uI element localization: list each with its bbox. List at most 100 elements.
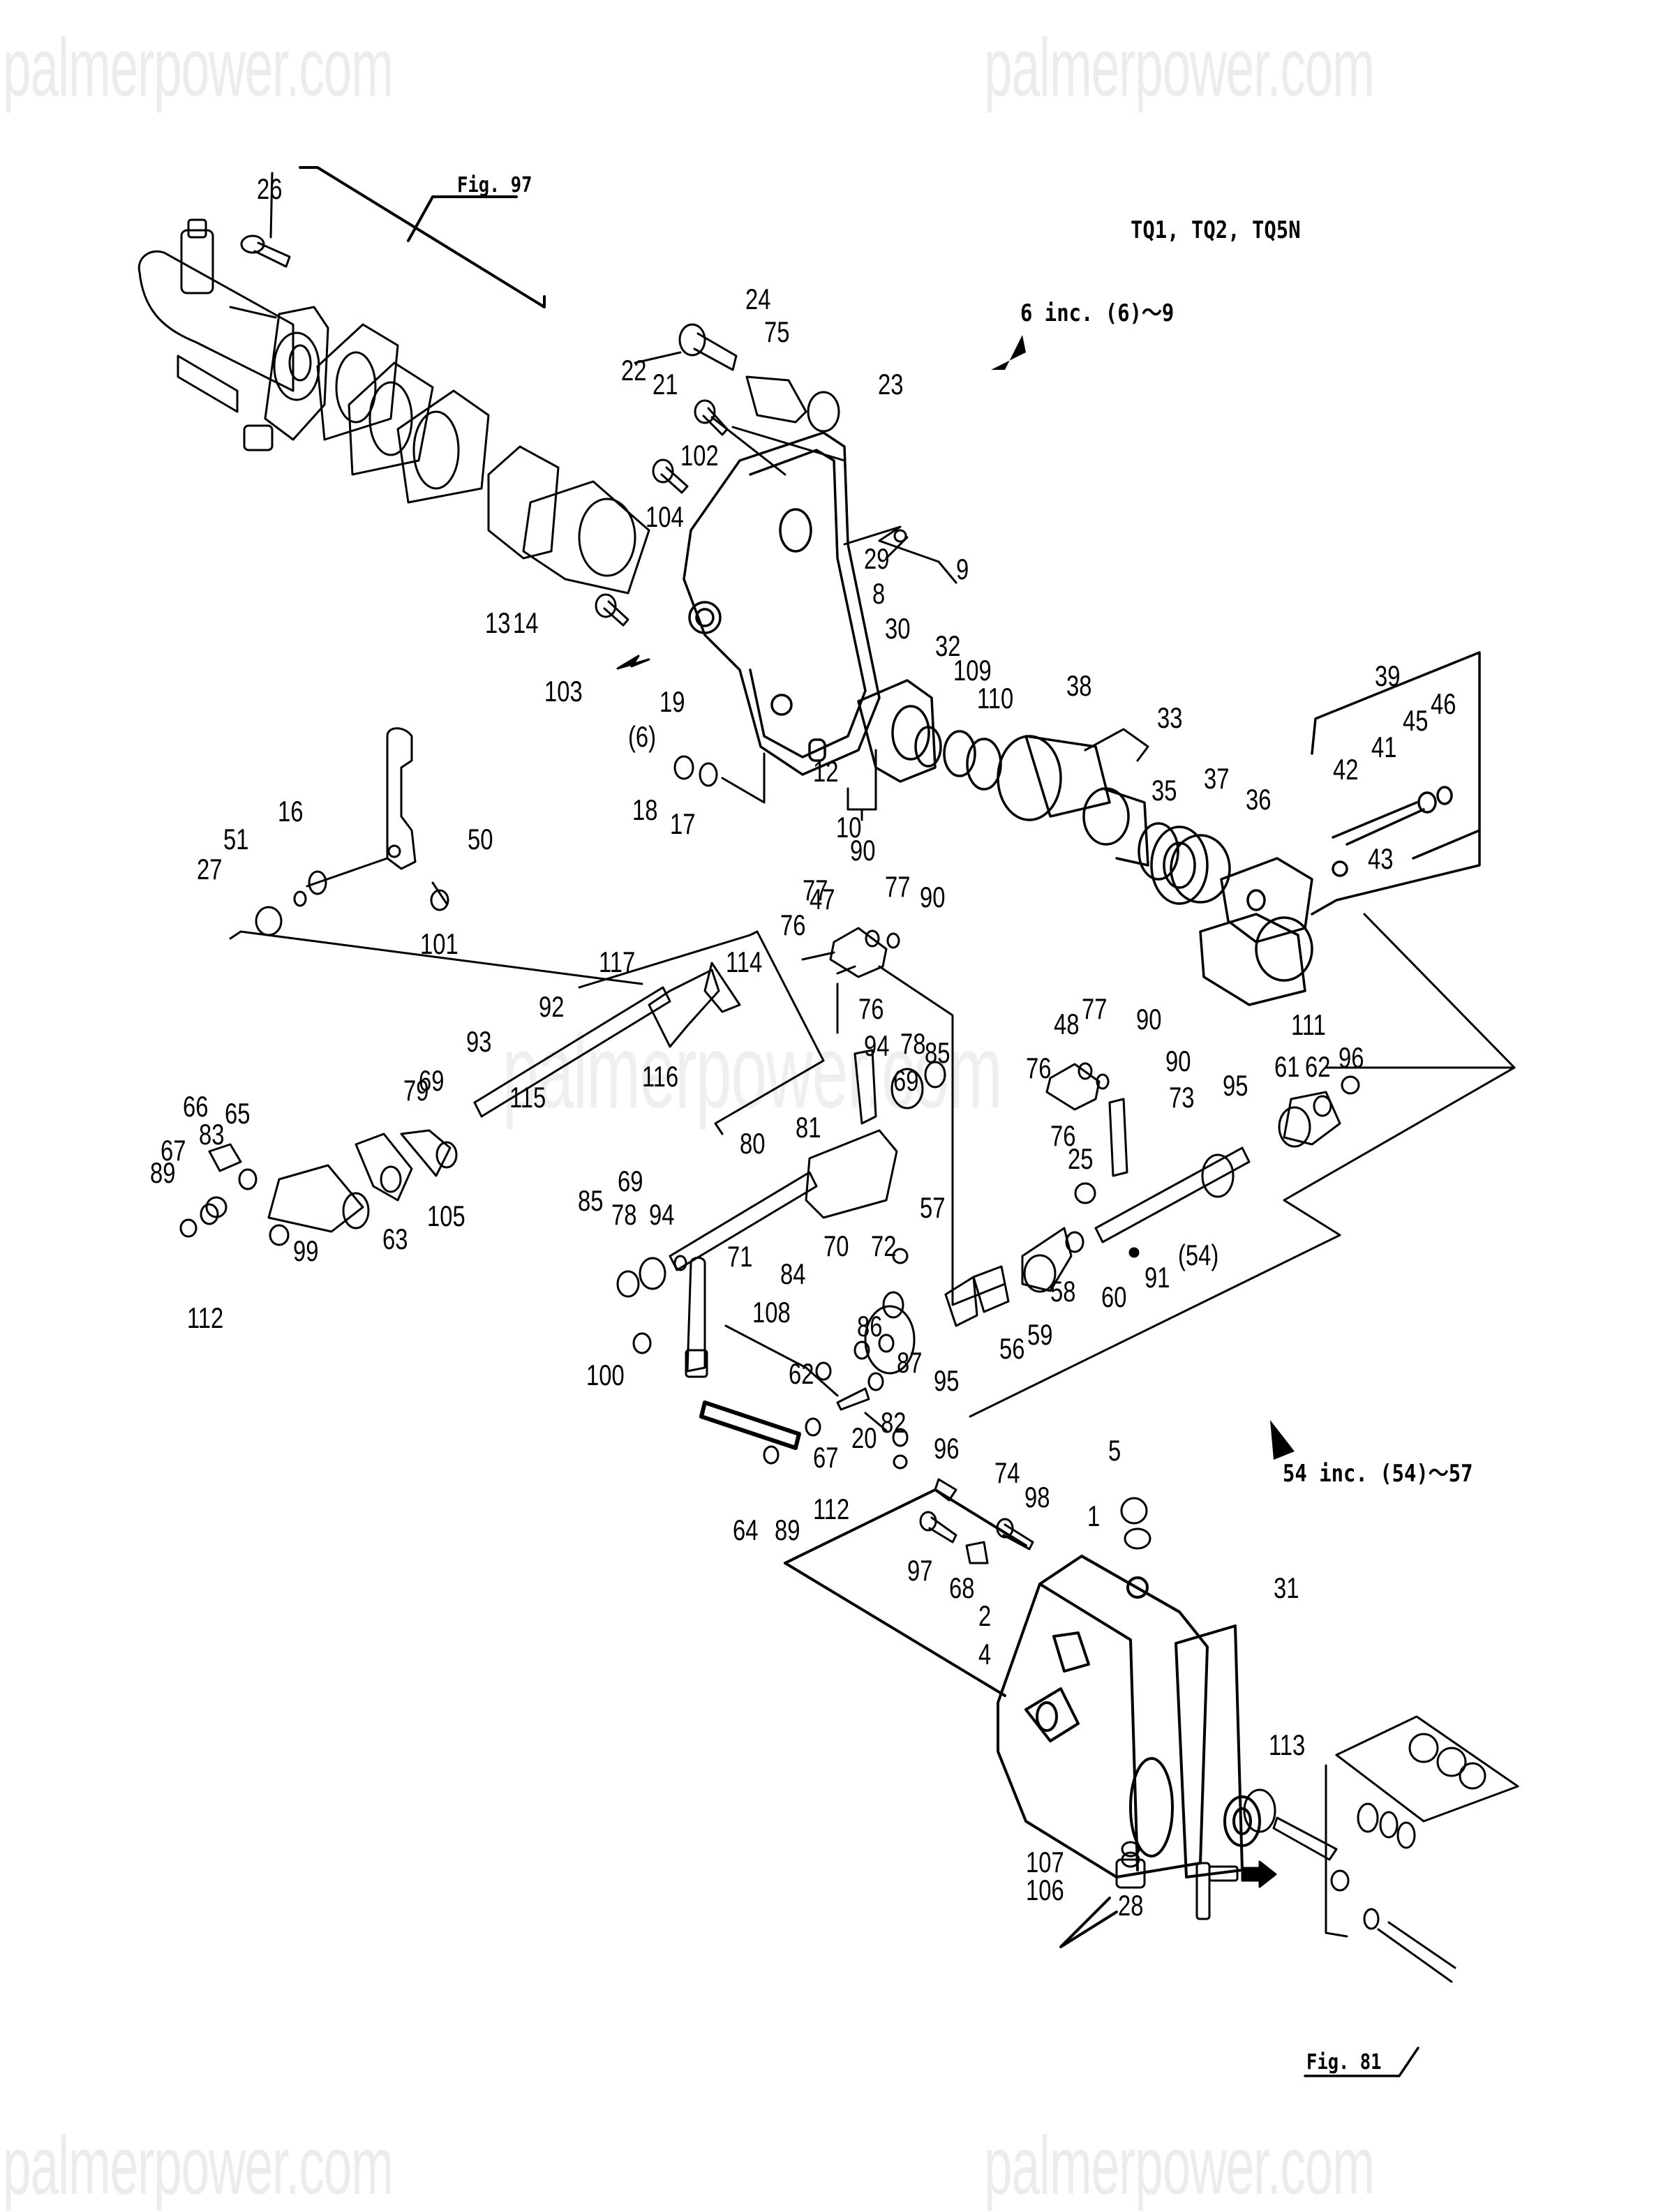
part-callout: 62	[789, 1357, 814, 1390]
part-callout: 107	[1026, 1846, 1064, 1878]
part-callout: 57	[920, 1191, 946, 1224]
fig97-leader	[299, 166, 546, 308]
part-callout: 87	[897, 1346, 923, 1379]
part-callout: 85	[578, 1184, 604, 1217]
part-callout: 27	[197, 853, 223, 885]
part-callout: 71	[727, 1240, 753, 1273]
part-callout: 69	[618, 1165, 643, 1197]
part-callout: (54)	[1178, 1239, 1219, 1271]
part-callout: 113	[1269, 1728, 1306, 1761]
part-callout: 17	[670, 807, 696, 840]
part-callout: 32	[935, 629, 961, 662]
part-callout: 109	[953, 654, 992, 687]
part-callout: 77	[885, 870, 911, 903]
part-callout: 26	[257, 172, 283, 205]
part-callout: 28	[1118, 1889, 1144, 1922]
part-callout: 90	[920, 881, 946, 913]
part-callout: 111	[1291, 1008, 1326, 1041]
adapter-flange	[229, 306, 650, 595]
bracket-63-65	[179, 1129, 458, 1246]
part-callout: 25	[1068, 1142, 1094, 1175]
group-6-note: 6 inc. (6)～9	[1020, 299, 1175, 327]
part-callout: 19	[659, 685, 685, 718]
part-callout: 35	[1151, 774, 1177, 807]
figure-ref-97[interactable]: Fig. 97	[457, 173, 532, 197]
part-callout: 31	[1274, 1571, 1299, 1604]
part-callout: 42	[1333, 753, 1359, 786]
lower-bolts	[893, 1454, 1151, 1564]
part-callout: 47	[810, 883, 835, 916]
part-callout: 80	[740, 1127, 766, 1160]
part-callout: 85	[925, 1036, 950, 1069]
part-callout: 36	[1246, 783, 1272, 816]
part-callout: 75	[764, 315, 790, 348]
part-callout: 78	[900, 1027, 926, 1060]
part-callout: 90	[1165, 1045, 1191, 1077]
part-callout: 2	[978, 1599, 992, 1632]
part-callout: 65	[225, 1097, 251, 1130]
part-callout: 84	[780, 1257, 806, 1290]
part-callout: 67	[161, 1134, 186, 1167]
part-callout: 115	[509, 1081, 546, 1114]
part-callout: 91	[1145, 1261, 1170, 1294]
part-callout: 100	[586, 1359, 625, 1391]
watermark-bottom-left: palmerpower.com	[3, 2120, 394, 2212]
part-callout: 89	[150, 1156, 176, 1189]
part-callout: 20	[851, 1421, 877, 1454]
part-callout: 22	[621, 354, 647, 387]
governor-housing	[784, 1488, 1261, 1948]
part-callout: 29	[864, 542, 890, 575]
part-callout: 95	[934, 1364, 960, 1397]
part-callout: 38	[1066, 669, 1092, 702]
part-callout: (6)	[628, 720, 657, 753]
part-callout: 102	[680, 439, 719, 472]
bracket-10	[721, 749, 877, 821]
part-callout: 67	[813, 1441, 839, 1474]
group-54-note: 54 inc. (54)～57	[1283, 1460, 1473, 1488]
part-callout: 64	[733, 1514, 759, 1546]
governor-shaft-54	[969, 913, 1516, 1418]
camshaft-assembly	[914, 726, 1231, 905]
part-callout: 21	[653, 368, 678, 401]
part-callout: 89	[775, 1514, 800, 1546]
part-callout: 63	[382, 1223, 408, 1255]
part-callout: 92	[539, 990, 565, 1023]
actuator-body	[137, 218, 329, 451]
shaft-115	[473, 930, 825, 1135]
part-callout: 112	[813, 1493, 850, 1525]
part-callout: 83	[199, 1118, 225, 1151]
part-callout: 76	[858, 992, 884, 1025]
group-54-marker-icon	[1270, 1420, 1295, 1460]
link-48	[1045, 1062, 1128, 1204]
part-callout: 103	[544, 675, 583, 708]
part-callout: 13	[485, 606, 511, 639]
part-callout: 33	[1157, 701, 1183, 734]
figure-ref-81[interactable]: Fig. 81	[1306, 2050, 1382, 2075]
pump-block	[1243, 1715, 1519, 1983]
part-callout: 69	[419, 1064, 445, 1097]
part-callout: 1	[1087, 1500, 1101, 1532]
part-callout: 94	[864, 1029, 890, 1062]
bolt-26	[240, 172, 291, 268]
part-callout: 18	[632, 793, 658, 826]
part-callout: 37	[1204, 762, 1230, 795]
part-callout: 114	[726, 946, 763, 978]
part-callout: 95	[1223, 1069, 1248, 1102]
part-callout: 94	[649, 1198, 675, 1231]
flyweight-holder	[1199, 857, 1313, 1006]
gaskets	[316, 323, 490, 504]
part-callout: 10	[836, 811, 862, 844]
part-callout: 39	[1375, 659, 1401, 692]
lever-71-plate-87	[632, 1257, 916, 1465]
part-callout: 41	[1371, 731, 1397, 763]
part-callout: 5	[1108, 1434, 1121, 1467]
nut-18-17	[673, 755, 718, 787]
part-callout: 70	[823, 1230, 849, 1262]
part-callout: 12	[813, 755, 839, 788]
part-callout: 14	[513, 606, 539, 639]
part-callout: 43	[1368, 842, 1394, 875]
part-callout: 51	[223, 823, 249, 855]
bracket-9	[843, 525, 957, 584]
part-callout: 61	[1274, 1050, 1300, 1083]
